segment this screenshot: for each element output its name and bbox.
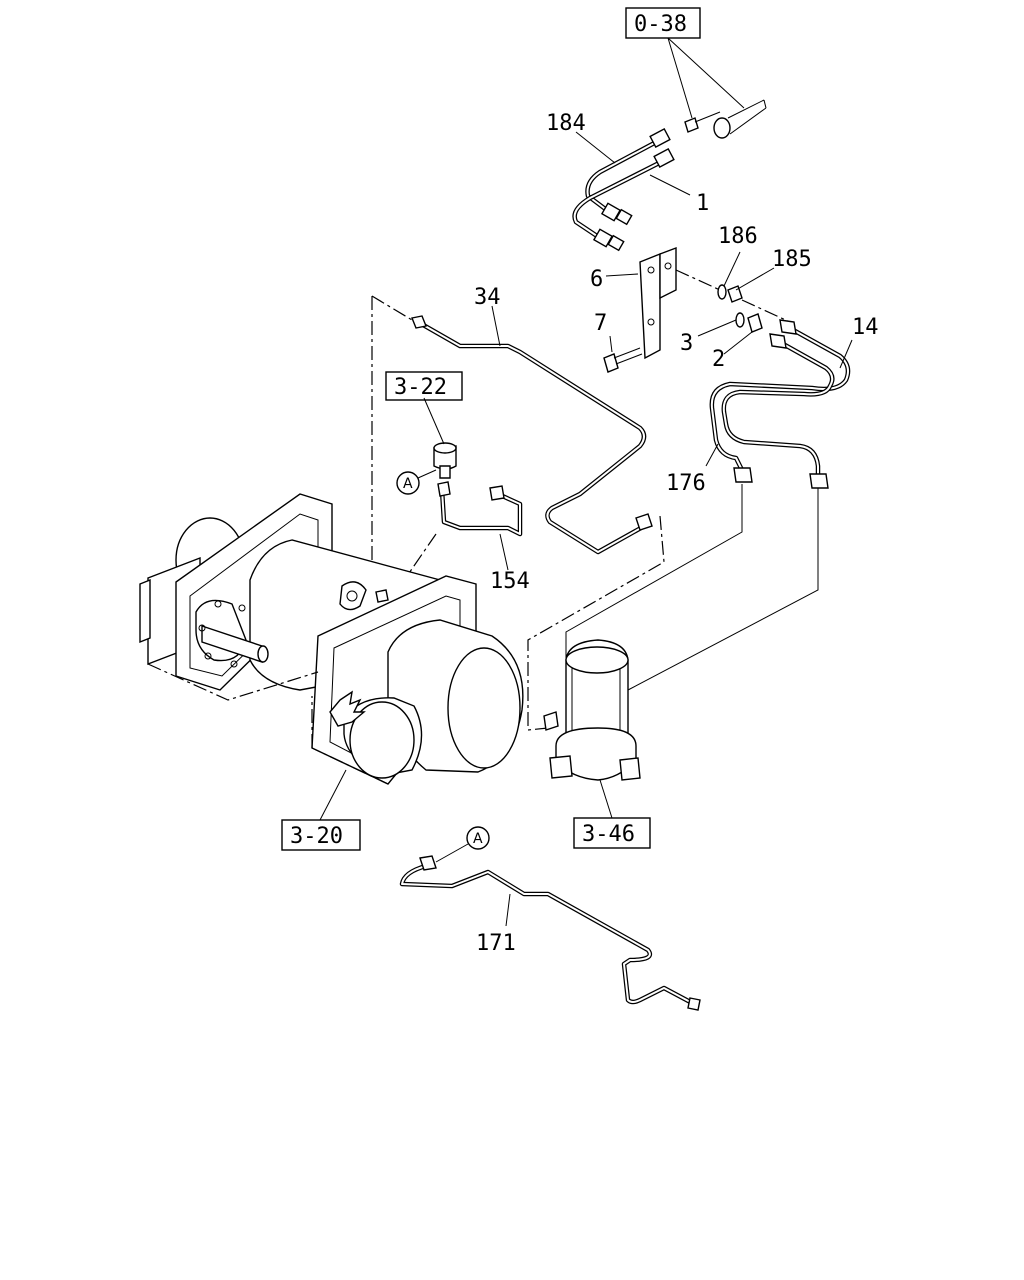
pipe-171 (399, 843, 701, 1011)
pipe-154-group (395, 397, 523, 593)
pipe-34 (371, 295, 665, 731)
callout-6: 6 (590, 267, 603, 292)
ref-0-38-label: 0-38 (634, 12, 687, 37)
ref-box-0-38[interactable]: 0-38 (625, 7, 701, 39)
callout-184: 184 (546, 111, 586, 136)
filter-assembly (543, 484, 819, 819)
marker-a-upper: A (396, 471, 420, 495)
callout-34: 34 (474, 285, 501, 310)
callout-1: 1 (696, 191, 709, 216)
callout-2: 2 (712, 347, 725, 372)
ref-box-3-46[interactable]: 3-46 (573, 817, 651, 849)
ref-box-3-22[interactable]: 3-22 (385, 371, 463, 401)
pipe-14-176 (705, 319, 853, 489)
callout-7: 7 (594, 311, 607, 336)
callout-171: 171 (476, 931, 516, 956)
marker-a-lower: A (466, 826, 490, 850)
callout-3: 3 (680, 331, 693, 356)
ref-box-3-20[interactable]: 3-20 (281, 819, 361, 851)
fittings-assembly (572, 37, 767, 252)
marker-a-lower-label: A (473, 831, 483, 847)
callout-186: 186 (718, 224, 758, 249)
pump-assembly (139, 493, 524, 821)
ref-3-46-label: 3-46 (582, 822, 635, 847)
marker-a-upper-label: A (403, 476, 413, 492)
callout-154: 154 (490, 569, 530, 594)
bracket-assembly (603, 246, 791, 373)
callout-185: 185 (772, 247, 812, 272)
ref-3-20-label: 3-20 (290, 824, 343, 849)
callout-14: 14 (852, 315, 879, 340)
ref-3-22-label: 3-22 (394, 375, 447, 400)
callout-176: 176 (666, 471, 706, 496)
